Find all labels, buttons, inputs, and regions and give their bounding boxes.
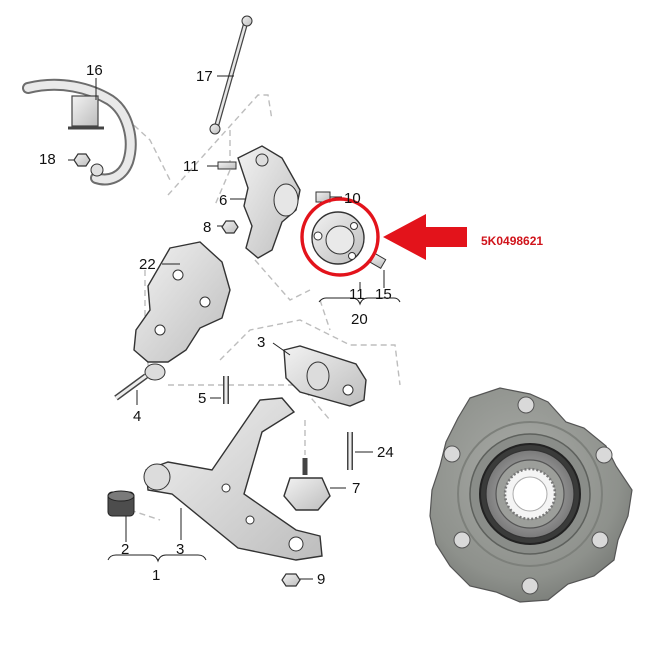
label-18: 18 (39, 151, 56, 168)
label-22: 22 (139, 256, 156, 273)
label-8: 8 (203, 219, 212, 236)
nut-9 (281, 573, 313, 587)
wheel-hub-small (311, 211, 365, 265)
part-number: 5K0498621 (481, 234, 544, 248)
steering-knuckle (207, 145, 301, 259)
highlight-circle (300, 197, 380, 277)
pointer-arrow (383, 214, 467, 260)
label-11b: 11 (349, 286, 365, 303)
label-5: 5 (198, 390, 207, 407)
coupling-rod (209, 15, 253, 135)
wheel-hub-photo (429, 387, 633, 603)
label-1: 1 (152, 567, 161, 584)
bolt-5 (210, 376, 229, 404)
subframe-bracket (133, 241, 231, 381)
label-7: 7 (352, 480, 361, 497)
wishbone-arm (143, 397, 323, 561)
label-15: 15 (375, 286, 392, 303)
bolt-24 (347, 432, 373, 470)
label-17: 17 (196, 68, 213, 85)
label-16: 16 (86, 62, 103, 79)
label-2: 2 (121, 541, 130, 558)
stabilizer-bar (22, 78, 137, 186)
label-4: 4 (133, 408, 142, 425)
label-10: 10 (344, 190, 361, 207)
label-6: 6 (219, 192, 228, 209)
nut-18 (68, 153, 104, 177)
nut-8 (217, 220, 239, 234)
label-20: 20 (351, 311, 368, 328)
rear-bush-mount (272, 342, 367, 407)
label-11: 11 (183, 158, 199, 175)
group-bracket-20 (318, 282, 401, 306)
group-bracket-1 (107, 508, 207, 563)
ball-joint (283, 458, 346, 511)
bolt-4 (114, 373, 148, 405)
label-3-bottom: 3 (176, 541, 185, 558)
label-3-top: 3 (257, 334, 266, 351)
label-24: 24 (377, 444, 394, 461)
front-bush (107, 490, 135, 542)
label-9: 9 (317, 571, 326, 588)
